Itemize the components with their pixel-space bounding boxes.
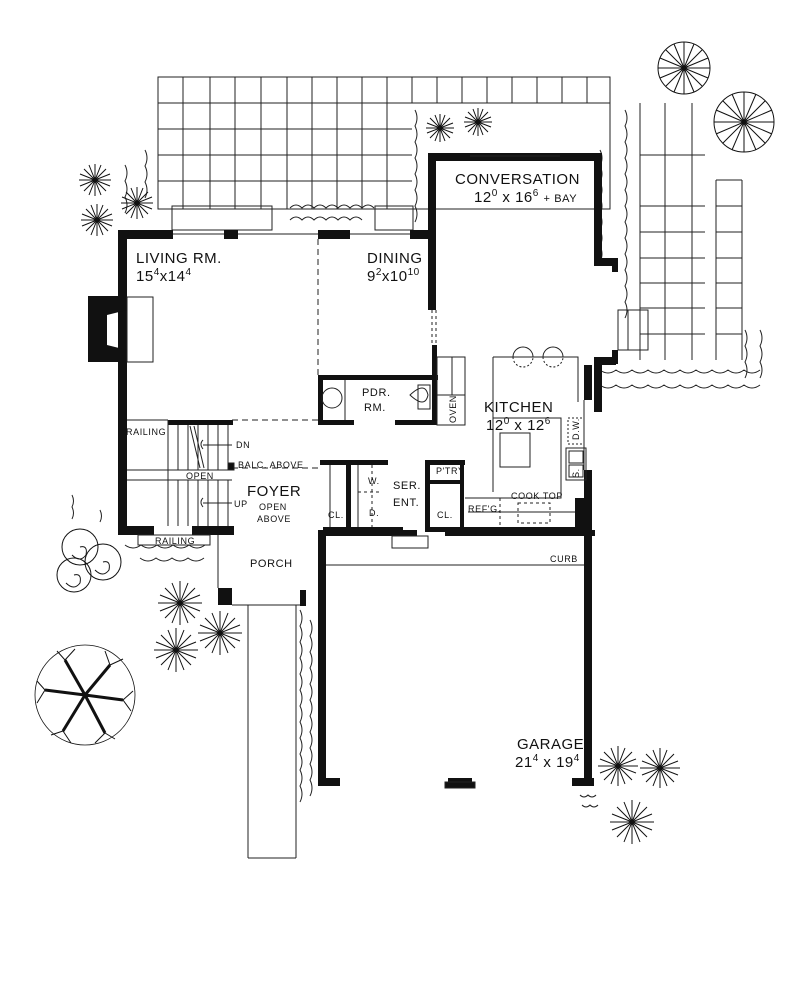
dim-width-inches: 4: [153, 267, 160, 278]
dim-height-inches: 10: [407, 267, 420, 278]
room-living-dimensions: 154x144: [136, 267, 192, 285]
dim-height-inches: 4: [573, 753, 580, 764]
room-service-line2: ENT.: [393, 497, 420, 509]
umbrella-trees: [657, 41, 775, 153]
shrub-beds: [71, 109, 763, 808]
sink-label: S.: [571, 468, 581, 478]
dim-width: 21: [515, 754, 533, 771]
stairs-down-label: DN: [236, 440, 251, 450]
dim-separator: x: [514, 417, 523, 434]
dryer-label: D.: [369, 508, 380, 518]
spiral-shrubs: [56, 528, 122, 593]
dim-height: 14: [167, 268, 186, 285]
balcony-above-label: BALC. ABOVE: [238, 460, 304, 470]
cooktop-label: COOK TOP: [511, 491, 563, 501]
front-walkway: [247, 605, 297, 859]
refrigerator-label: REF'G.: [468, 504, 501, 514]
stairs-up-label: UP: [234, 499, 248, 509]
open-label: OPEN: [186, 471, 214, 481]
dim-separator: x: [381, 268, 390, 285]
room-kitchen-name: KITCHEN: [484, 399, 554, 416]
dim-width: 15: [136, 268, 154, 285]
dim-width-inches: 0: [503, 416, 510, 427]
dishwasher-label: D.W.: [571, 418, 581, 440]
room-dining-name: DINING: [367, 250, 423, 267]
dim-width-inches: 2: [375, 267, 382, 278]
room-dining-dimensions: 92x1010: [367, 267, 420, 285]
railing-bottom-label: RAILING: [155, 536, 196, 546]
room-powder-line1: PDR.: [362, 387, 391, 399]
dim-height: 12: [527, 417, 545, 434]
dim-height: 19: [556, 754, 574, 771]
room-foyer-name: FOYER: [247, 483, 302, 500]
room-porch-name: PORCH: [250, 558, 293, 570]
dim-height-inches: 4: [185, 267, 192, 278]
dim-height: 10: [389, 268, 408, 285]
star-shrubs: [79, 108, 680, 844]
foyer-note-above: ABOVE: [257, 514, 292, 524]
washer-label: W.: [368, 476, 380, 486]
dim-height-inches: 6: [532, 188, 539, 199]
dim-separator: x: [543, 754, 552, 771]
dim-width: 12: [486, 417, 504, 434]
side-walk-paving: [617, 103, 743, 360]
railing-top-label: RAILING: [126, 427, 167, 437]
room-kitchen-dimensions: 120 x 126: [486, 416, 551, 434]
room-service-line1: SER.: [393, 480, 422, 492]
curb-label: CURB: [550, 554, 578, 564]
pantry-label: P'TRY: [436, 466, 465, 476]
interior-lines: [126, 155, 587, 789]
foyer-note-open: OPEN: [259, 502, 287, 512]
walls: [88, 153, 618, 786]
dim-width: 12: [474, 189, 492, 206]
large-tree: [34, 644, 136, 746]
dim-width: 9: [367, 268, 376, 285]
closet-service-label: CL.: [437, 510, 453, 520]
room-powder-line2: RM.: [364, 402, 386, 414]
dim-separator: x: [159, 268, 168, 285]
room-conversation-dimensions: 120 x 166 + BAY: [474, 188, 578, 206]
dim-separator: x: [502, 189, 511, 206]
rear-terrace-paving: [157, 76, 611, 231]
room-garage-dimensions: 214 x 194: [515, 753, 580, 771]
oven-label: OVEN: [448, 395, 458, 423]
bay-note: + BAY: [543, 193, 578, 205]
dim-width-inches: 4: [532, 753, 539, 764]
dim-height-inches: 6: [544, 416, 551, 427]
dim-width-inches: 0: [491, 188, 498, 199]
room-living-name: LIVING RM.: [136, 250, 222, 267]
dim-height: 16: [515, 189, 533, 206]
room-garage-name: GARAGE: [517, 736, 585, 753]
closet-foyer-label: CL.: [328, 510, 344, 520]
room-conversation-name: CONVERSATION: [455, 171, 580, 188]
